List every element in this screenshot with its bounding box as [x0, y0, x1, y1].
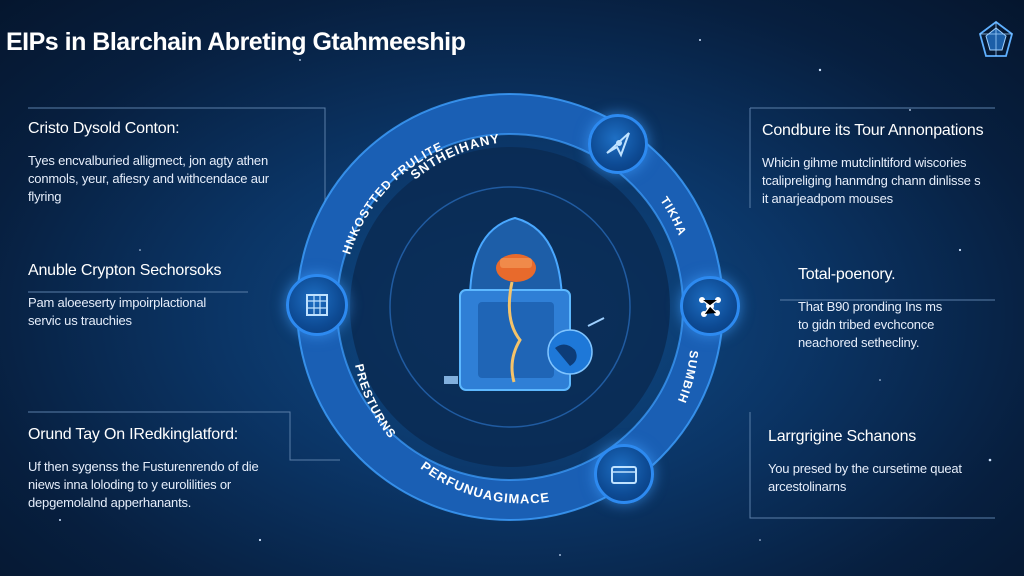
left-block-1-heading: Cristo Dysold Conton: — [28, 120, 180, 137]
server-grid-icon — [306, 294, 328, 316]
right-block-3: Larrgrigine Schanons You presed by the c… — [768, 428, 1008, 496]
right-block-1-heading: Condbure its Tour Annonpations — [762, 122, 984, 139]
left-block-2-line-1: Pam aloeeserty impoirplactional — [28, 295, 207, 310]
left-block-1-line-2: conmols, yeur, afiesry and withcendace a… — [28, 171, 269, 186]
right-block-1-line-3: it anarjeadpom mouses — [762, 191, 893, 206]
right-block-3-line-2: arcestolinarns — [768, 479, 847, 494]
left-block-3-line-1: Uf then sygenss the Fusturenrendo of die — [28, 459, 259, 474]
left-block-2: Anuble Crypton Sechorsoks Pam aloeeserty… — [28, 262, 278, 330]
right-block-1-line-1: Whicin gihme mutclinltiford wiscories — [762, 155, 967, 170]
left-block-3-heading: Orund Tay On IRedkinglatford: — [28, 426, 239, 443]
right-block-2-line-1: That B90 pronding Ins ms — [798, 299, 943, 314]
right-block-3-line-1: You presed by the cursetime queat — [768, 461, 962, 476]
right-block-2: Total-poenory. That B90 pronding Ins ms … — [798, 266, 998, 352]
node-left[interactable] — [286, 274, 348, 336]
left-block-3-line-2: niews inna loloding to y eurolilities or — [28, 477, 232, 492]
wallet-icon — [611, 466, 637, 484]
left-block-1-line-1: Tyes encvalburied alligmect, jon agty at… — [28, 153, 268, 168]
right-block-2-line-3: neachored sethecliny. — [798, 335, 920, 350]
rocket-icon — [606, 132, 630, 158]
left-block-2-line-2: servic us trauchies — [28, 313, 132, 328]
left-block-3: Orund Tay On IRedkinglatford: Uf then sy… — [28, 426, 298, 512]
node-right[interactable] — [680, 276, 740, 336]
right-block-2-heading: Total-poenory. — [798, 266, 896, 283]
node-bottom-right[interactable] — [594, 444, 654, 504]
left-block-1: Cristo Dysold Conton: Tyes encvalburied … — [28, 120, 328, 206]
connector-lines — [28, 107, 995, 519]
right-block-2-line-2: to gidn tribed evchconce — [798, 317, 935, 332]
right-block-3-heading: Larrgrigine Schanons — [768, 428, 917, 445]
node-top-right[interactable] — [588, 114, 648, 174]
padlock-shield-icon — [444, 216, 605, 391]
left-block-3-line-3: depgemolalnd apperhanants. — [28, 495, 192, 510]
network-icon — [699, 297, 721, 317]
right-block-1-line-2: tcalipreliging hanmdng chann dinlisse s — [762, 173, 981, 188]
crystal-logo-icon — [978, 20, 1014, 57]
right-block-1: Condbure its Tour Annonpations Whicin gi… — [762, 122, 1016, 208]
page-title: EIPs in Blarchain Abreting Gtahmeeship — [6, 28, 466, 56]
left-block-2-heading: Anuble Crypton Sechorsoks — [28, 262, 222, 279]
left-block-1-line-3: flyring — [28, 189, 62, 204]
